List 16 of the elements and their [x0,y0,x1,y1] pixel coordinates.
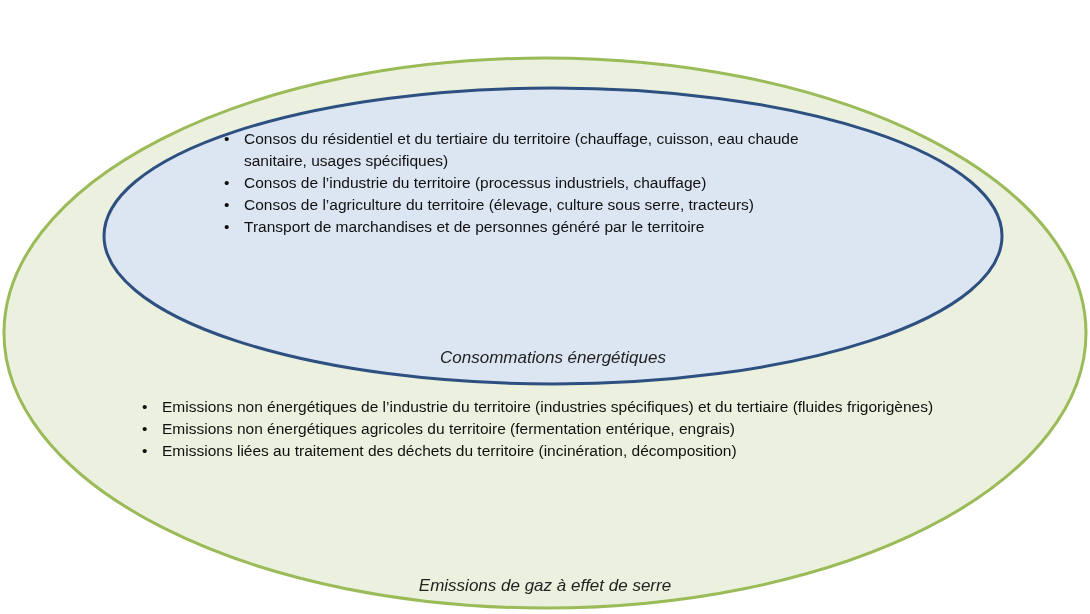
ellipse-title: Emissions de gaz à effet de serre [418,576,672,596]
bullet-text: Emissions non énergétiques de l’industrie du territoire (industries spécifiques) et du tertiaire (fluides frigorigènes) [162,398,934,415]
bullet-mark: • [142,397,148,417]
bullet-mark: • [142,419,148,439]
bullet-mark: • [224,195,230,215]
bullet-text: Consos du résidentiel et du tertiaire du territoire (chauffage, cuisson, eau chaude sanitaire, usages spécifiques) [244,130,799,169]
bullet-mark: • [224,129,230,149]
bullet-text: Emissions liées au traitement des déchets du territoire (incinération, décomposition) [162,442,737,459]
bullet-mark: • [224,217,230,237]
bullet-mark: • [224,173,230,193]
bullet-text: Consos de l’agriculture du territoire (élevage, culture sous serre, tracteurs) [244,196,754,213]
ellipse-title: Consommations énergétiques [440,348,666,368]
bullet-mark: • [142,441,148,461]
bullet-text: Consos de l’industrie du territoire (processus industriels, chauffage) [244,174,707,191]
bullet-text: Transport de marchandises et de personnes généré par le territoire [244,218,705,235]
bullet-text: Emissions non énergétiques agricoles du territoire (fermentation entérique, engrais) [162,420,735,437]
